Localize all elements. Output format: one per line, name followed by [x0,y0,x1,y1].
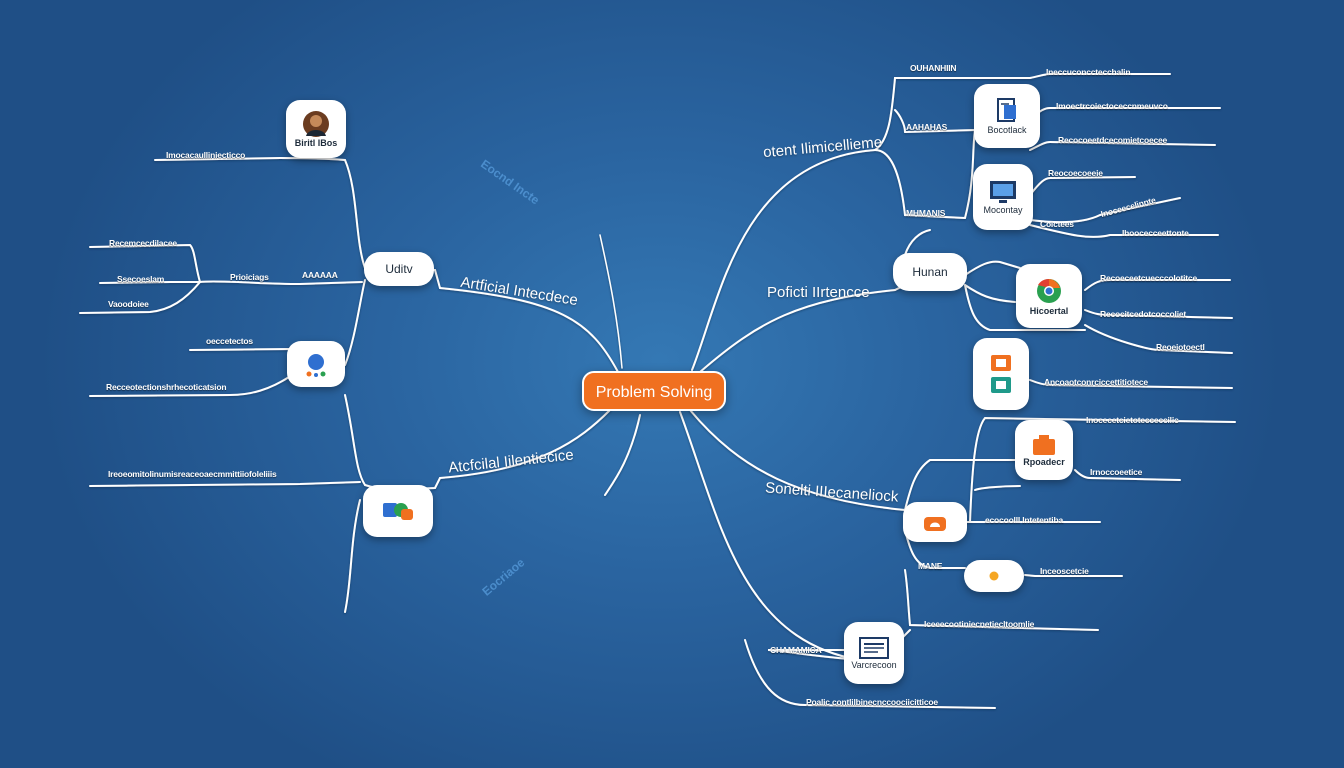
orange-folder-card-label: Rpoadecr [1023,457,1065,467]
leaf-right-17: ecocoolll Intetentiba [985,515,1063,525]
human-node[interactable]: Hunan [893,253,967,291]
globe-icon [306,354,326,377]
leaf-left-1: Imocacaulliniecticco [166,150,246,160]
human-label: Hunan [912,265,948,279]
leaf-right-10: Ihoocecceettonte [1122,228,1189,238]
leaf-left-2: Recemcecdilacee [109,238,177,248]
center-node[interactable]: Problem Solving [582,371,726,411]
leaf-left-9: Ireoeomitolinumisreaceoaecmmittiiofoleli… [108,469,277,479]
list-card-label: Varcrecoon [851,660,897,670]
leaf-left-7: oeccetectos [206,336,253,346]
leaf-right-8: Coictees [1040,219,1074,229]
cloud-icon [924,517,946,531]
monitor-card-label: Mocontay [983,205,1023,215]
monitor-card[interactable]: Mocontay [973,164,1033,230]
leaf-right-11: Recoeceetcuecccolotitce [1100,273,1197,283]
monitor-icon [990,181,1016,203]
uditv-node[interactable]: Uditv [364,252,434,286]
leaf-right-20: Iceeecootiniecnetiecltoomlie [924,619,1035,629]
person-card[interactable]: Biritl lBos [286,100,346,158]
leaf-right-22: Poalic contlilbinecnccoociicitticoe [806,697,938,707]
orange-folder-card[interactable]: Rpoadecr [1015,420,1073,480]
list-icon [859,637,889,659]
document-card[interactable]: Bocotlack [974,84,1040,148]
person-card-label: Biritl lBos [294,138,338,148]
slides-card[interactable] [973,338,1029,410]
leaf-right-16: Irnoccoeetice [1090,467,1143,477]
leaf-right-12: Recocitcedotcoccoliet [1100,309,1187,319]
cloud-card[interactable] [903,502,967,542]
chrome-card[interactable]: Hicoertal [1016,264,1082,328]
person-icon [303,111,329,137]
branch-label-middle-right: Poficti IIrtencce [767,284,870,301]
list-card[interactable]: Varcrecoon [844,622,904,684]
chrome-icon [1037,278,1061,303]
leaf-right-4: Imoectrcoiectoceccnmeuvco [1056,101,1168,111]
leaf-right-3: AAHAHAS [906,122,948,132]
leaf-right-2: Ineccuconcctecchalin [1046,67,1131,77]
uditv-label: Uditv [385,262,413,276]
leaf-right-5: Recocoeetdcecomietcoecee [1058,135,1168,145]
leaf-right-13: Reoeiotoectl [1156,342,1205,352]
leaf-left-4: Vaoodoiee [108,299,149,309]
leaf-right-21: CHAMAMICA [770,645,822,655]
leaf-right-14: Ancoaotconrciccettitiotece [1044,377,1148,387]
globe-card[interactable] [287,341,345,387]
leaf-right-18: MANE [918,561,943,571]
leaf-right-7: MHMANIS [906,208,946,218]
chat-bubbles-icon [383,503,413,520]
leaf-right-6: Reocoecoeeie [1048,168,1103,178]
dot-icon [989,571,999,581]
slides-icon [991,355,1011,393]
dot-node[interactable] [964,560,1024,592]
leaf-left-6: AAAAAA [302,270,338,280]
chat-card[interactable] [363,485,433,537]
document-card-label: Bocotlack [987,125,1027,135]
leaf-left-3: Ssecoeslam [117,274,165,284]
leaf-left-5: Prioiciags [230,272,269,282]
leaf-right-19: Inceoscetcie [1040,566,1089,576]
chrome-card-label: Hicoertal [1029,306,1069,316]
leaf-right-1: OUHANHIIN [910,63,957,73]
document-icon [997,98,1016,122]
orange-folder-icon [1033,435,1055,455]
leaf-left-8: Recceotectionshrhecoticatsion [106,382,227,392]
leaf-right-15: Inocecetcietotecceccilic [1086,415,1179,425]
